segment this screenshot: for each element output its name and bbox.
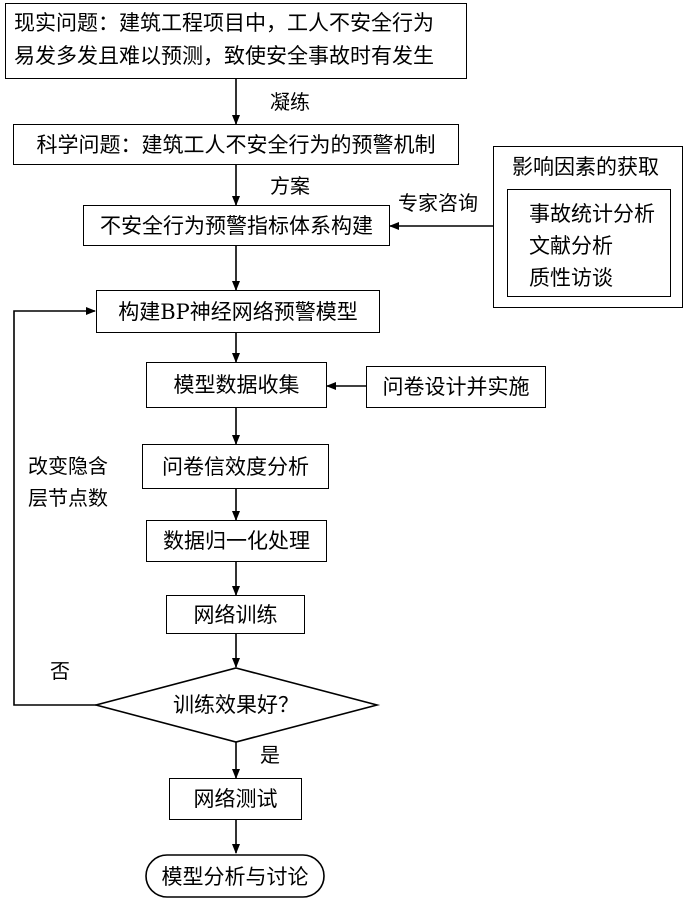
reliability-validity-box: 问卷信效度分析 <box>142 444 329 489</box>
network-training-box: 网络训练 <box>166 595 305 634</box>
model-analysis-text: 模型分析与讨论 <box>161 865 309 889</box>
network-test-text: 网络测试 <box>193 787 278 811</box>
label-change-hidden-line1: 改变隐含 <box>28 454 108 478</box>
factors-title: 影响因素的获取 <box>512 155 659 179</box>
data-collection-box: 模型数据收集 <box>146 362 327 408</box>
decision-diamond <box>92 667 381 743</box>
questionnaire-design-box: 问卷设计并实施 <box>366 366 546 408</box>
indicator-system-box: 不安全行为预警指标体系构建 <box>83 205 390 246</box>
network-training-text: 网络训练 <box>193 602 278 627</box>
scientific-problem-text: 科学问题：建筑工人不安全行为的预警机制 <box>36 132 436 157</box>
network-test-box: 网络测试 <box>169 778 302 820</box>
normalization-text: 数据归一化处理 <box>163 529 310 553</box>
factors-list: 事故统计分析 文献分析 质性访谈 <box>507 189 671 297</box>
factor-item-literature-analysis: 文献分析 <box>529 234 613 258</box>
label-refine: 凝练 <box>270 90 310 114</box>
label-no: 否 <box>50 659 70 683</box>
label-yes: 是 <box>260 743 280 767</box>
factor-item-qualitative-interview: 质性访谈 <box>529 266 613 290</box>
scientific-problem-box: 科学问题：建筑工人不安全行为的预警机制 <box>13 124 459 165</box>
questionnaire-design-text: 问卷设计并实施 <box>382 375 530 399</box>
label-change-hidden-line2: 层节点数 <box>28 486 108 510</box>
terminal-shape <box>145 854 325 898</box>
real-problem-box: 现实问题：建筑工程项目中，工人不安全行为 易发多发且难以预测，致使安全事故时有发… <box>5 3 467 79</box>
factor-item-accident-statistics: 事故统计分析 <box>529 202 655 226</box>
indicator-system-text: 不安全行为预警指标体系构建 <box>100 213 373 238</box>
data-collection-text: 模型数据收集 <box>173 373 300 397</box>
normalization-box: 数据归一化处理 <box>146 520 327 562</box>
real-problem-line1: 现实问题：建筑工程项目中，工人不安全行为 <box>14 11 434 35</box>
label-plan: 方案 <box>270 174 310 198</box>
decision-text: 训练效果好？ <box>173 693 299 717</box>
feedback-loop-no <box>13 307 96 706</box>
bp-model-text: 构建BP神经网络预警模型 <box>118 299 358 324</box>
bp-model-box: 构建BP神经网络预警模型 <box>96 290 380 333</box>
factors-panel: 影响因素的获取 事故统计分析 文献分析 质性访谈 <box>493 146 683 308</box>
real-problem-line2: 易发多发且难以预测，致使安全事故时有发生 <box>14 44 434 68</box>
label-change-hidden-nodes: 改变隐含 层节点数 <box>28 450 108 514</box>
label-expert-consultation: 专家咨询 <box>398 191 478 215</box>
reliability-validity-text: 问卷信效度分析 <box>162 454 309 479</box>
